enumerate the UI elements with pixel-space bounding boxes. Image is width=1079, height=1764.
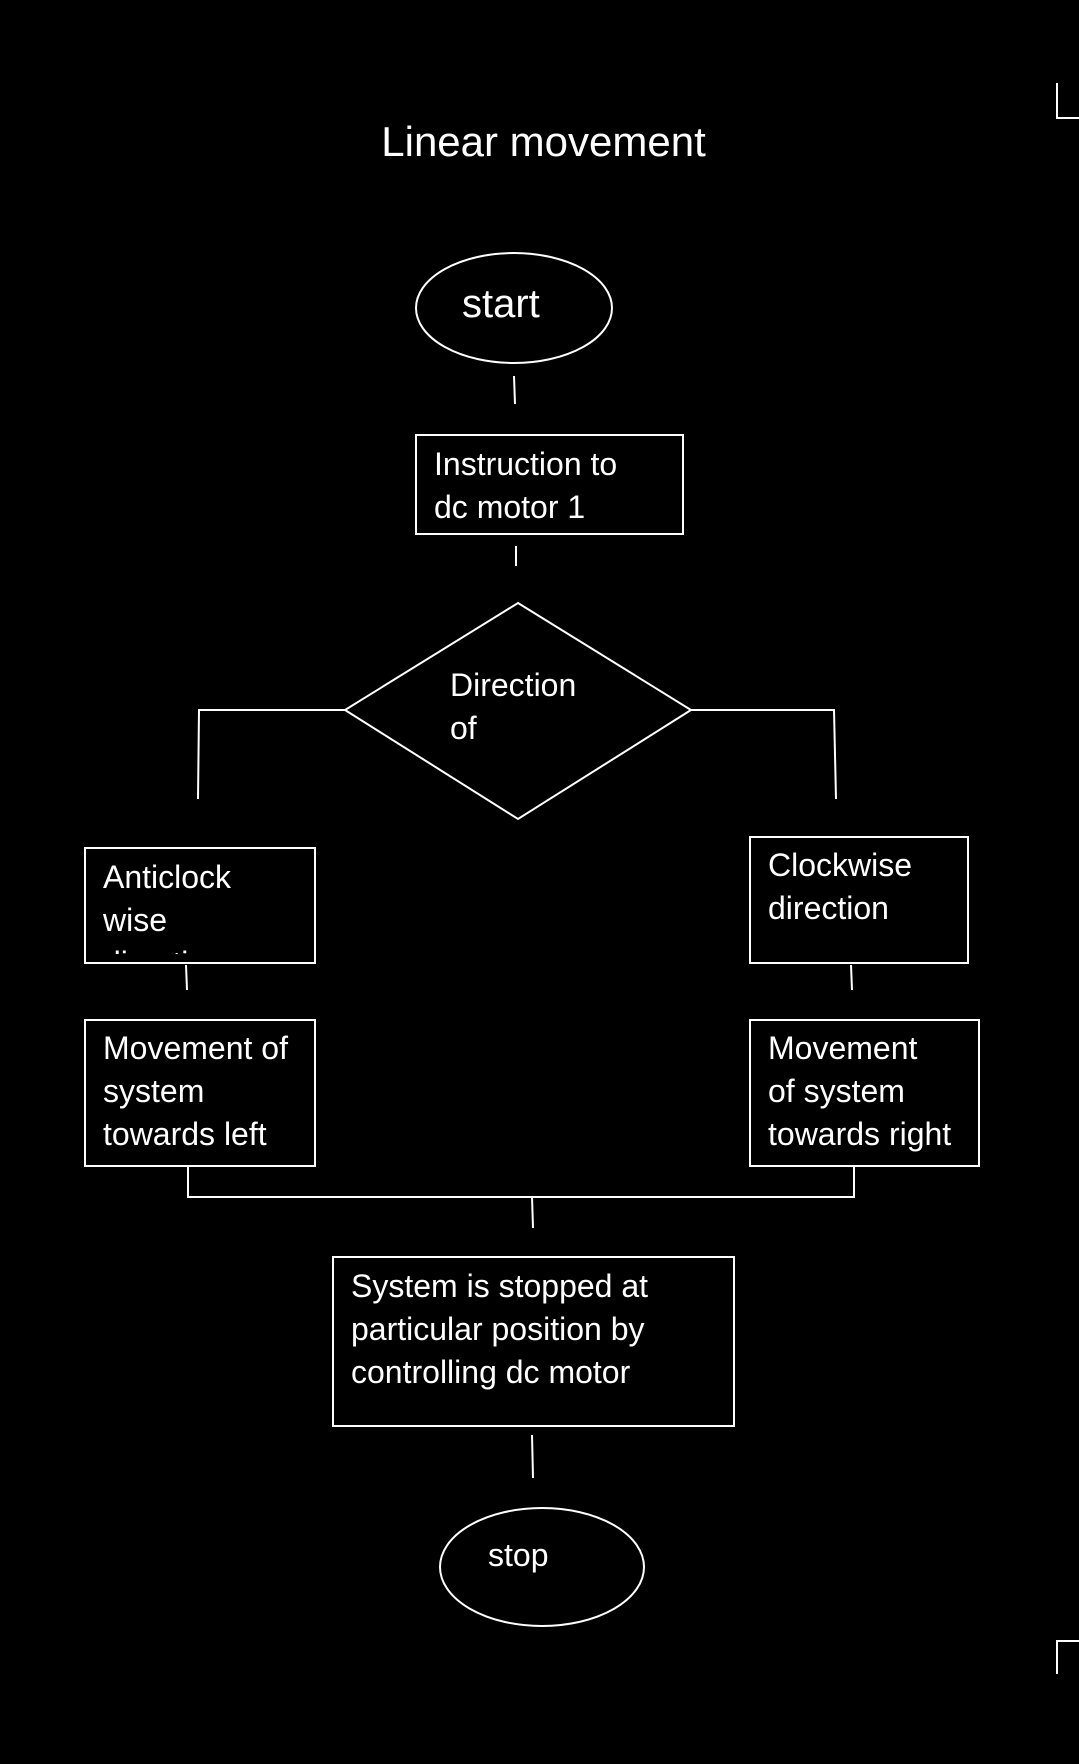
connector-merge (187, 1166, 855, 1198)
stopped-box: System is stopped at particular position… (351, 1265, 648, 1394)
decision-node: Direction of (450, 664, 576, 750)
connector-start-instruction (513, 375, 516, 405)
instruction-line-2: dc motor 1 (434, 489, 586, 525)
connector-stopped-stop (531, 1434, 534, 1479)
clockwise-box: Clockwise direction (768, 844, 912, 930)
corner-mark-top (1056, 83, 1079, 119)
instruction-line-1: Instruction to (434, 446, 618, 482)
move-right-box: Movement of system towards right (768, 1027, 951, 1156)
anticlockwise-box-shape (84, 847, 316, 964)
anticlockwise-line-3: direction (103, 942, 308, 954)
move-left-box-shape (84, 1019, 316, 1167)
anticlockwise-line-2: wise (103, 902, 168, 938)
clockwise-line-1: Clockwise (768, 847, 913, 883)
stopped-line-1: System is stopped at (351, 1268, 649, 1304)
corner-mark-bottom (1056, 1640, 1079, 1674)
decision-line-2: of (450, 710, 477, 746)
decision-diamond-shape (343, 601, 693, 821)
start-terminal-shape (415, 252, 613, 364)
start-label: start (462, 282, 540, 326)
stop-label: stop (488, 1537, 549, 1573)
move-right-line-1: Movement (768, 1030, 918, 1066)
move-left-line-2: system (103, 1073, 205, 1109)
instruction-box: Instruction to dc motor 1 (434, 443, 617, 529)
stopped-line-2: particular position by (351, 1311, 645, 1347)
stop-terminal-shape (439, 1507, 645, 1627)
decision-line-1: Direction (450, 667, 577, 703)
move-left-line-3: towards left (103, 1116, 267, 1152)
connector-anticlockwise-moveleft (185, 964, 188, 991)
clockwise-box-shape (749, 836, 969, 964)
stopped-box-shape (332, 1256, 735, 1427)
move-left-line-1: Movement of (103, 1030, 288, 1066)
move-right-line-3: towards right (768, 1116, 952, 1152)
diagram-title: Linear movement (381, 118, 706, 165)
connector-clockwise-moveright (850, 964, 853, 991)
anticlockwise-line-1: Anticlock (103, 859, 232, 895)
stopped-line-3: controlling dc motor (351, 1354, 631, 1390)
connector-decision-left (197, 709, 345, 800)
move-left-box: Movement of system towards left (103, 1027, 288, 1156)
connector-decision-right (691, 709, 837, 800)
anticlockwise-box: Anticlock wise direction (103, 856, 308, 954)
move-right-line-2: of system (768, 1073, 905, 1109)
move-right-box-shape (749, 1019, 980, 1167)
instruction-box-shape (415, 434, 684, 535)
connector-merge-stopped (531, 1196, 534, 1229)
clockwise-line-2: direction (768, 890, 889, 926)
